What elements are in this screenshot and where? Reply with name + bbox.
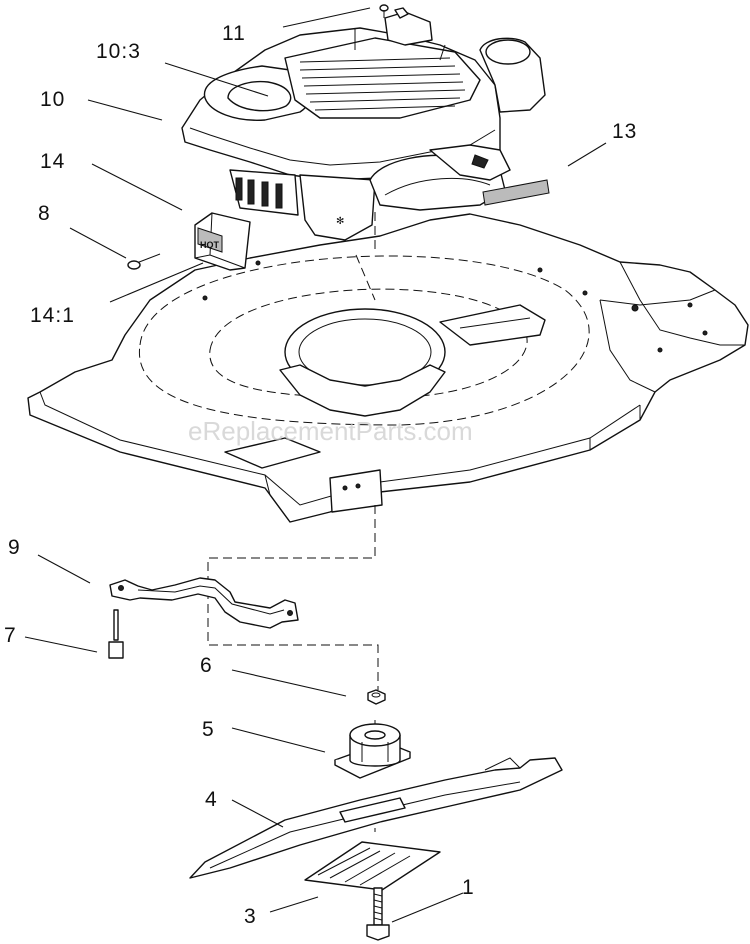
callout-1: 1 xyxy=(462,876,475,899)
stiffener xyxy=(304,841,441,891)
callout-labels: 11 10:3 10 13 14 8 14:1 9 7 6 5 4 1 3 xyxy=(4,22,637,928)
callout-10: 10 xyxy=(40,88,65,111)
callout-10-3: 10:3 xyxy=(96,40,141,63)
shield-label: HOT xyxy=(200,240,220,250)
callout-13: 13 xyxy=(612,120,637,143)
callout-7: 7 xyxy=(4,624,17,647)
blade xyxy=(189,757,563,879)
callout-3: 3 xyxy=(244,905,257,928)
adapter xyxy=(334,723,411,779)
engine-assembly: ✻ xyxy=(181,7,546,241)
leader-lines xyxy=(24,7,607,923)
callout-14-1: 14:1 xyxy=(30,304,75,327)
mower-deck xyxy=(27,213,749,523)
nut xyxy=(367,689,386,705)
decal xyxy=(482,179,550,206)
heat-shield: HOT xyxy=(194,212,251,271)
watermark: eReplacementParts.com xyxy=(188,416,473,446)
callout-4: 4 xyxy=(205,788,218,811)
bolt xyxy=(366,887,390,941)
bracket xyxy=(109,577,299,629)
screw xyxy=(108,609,124,659)
callout-6: 6 xyxy=(200,654,213,677)
callout-11: 11 xyxy=(222,22,246,45)
callout-9: 9 xyxy=(8,536,21,559)
callout-5: 5 xyxy=(202,718,215,741)
callout-14: 14 xyxy=(40,150,65,173)
svg-text:✻: ✻ xyxy=(336,216,344,227)
callout-8: 8 xyxy=(38,202,51,225)
bolt xyxy=(379,4,389,18)
screw xyxy=(127,253,161,270)
